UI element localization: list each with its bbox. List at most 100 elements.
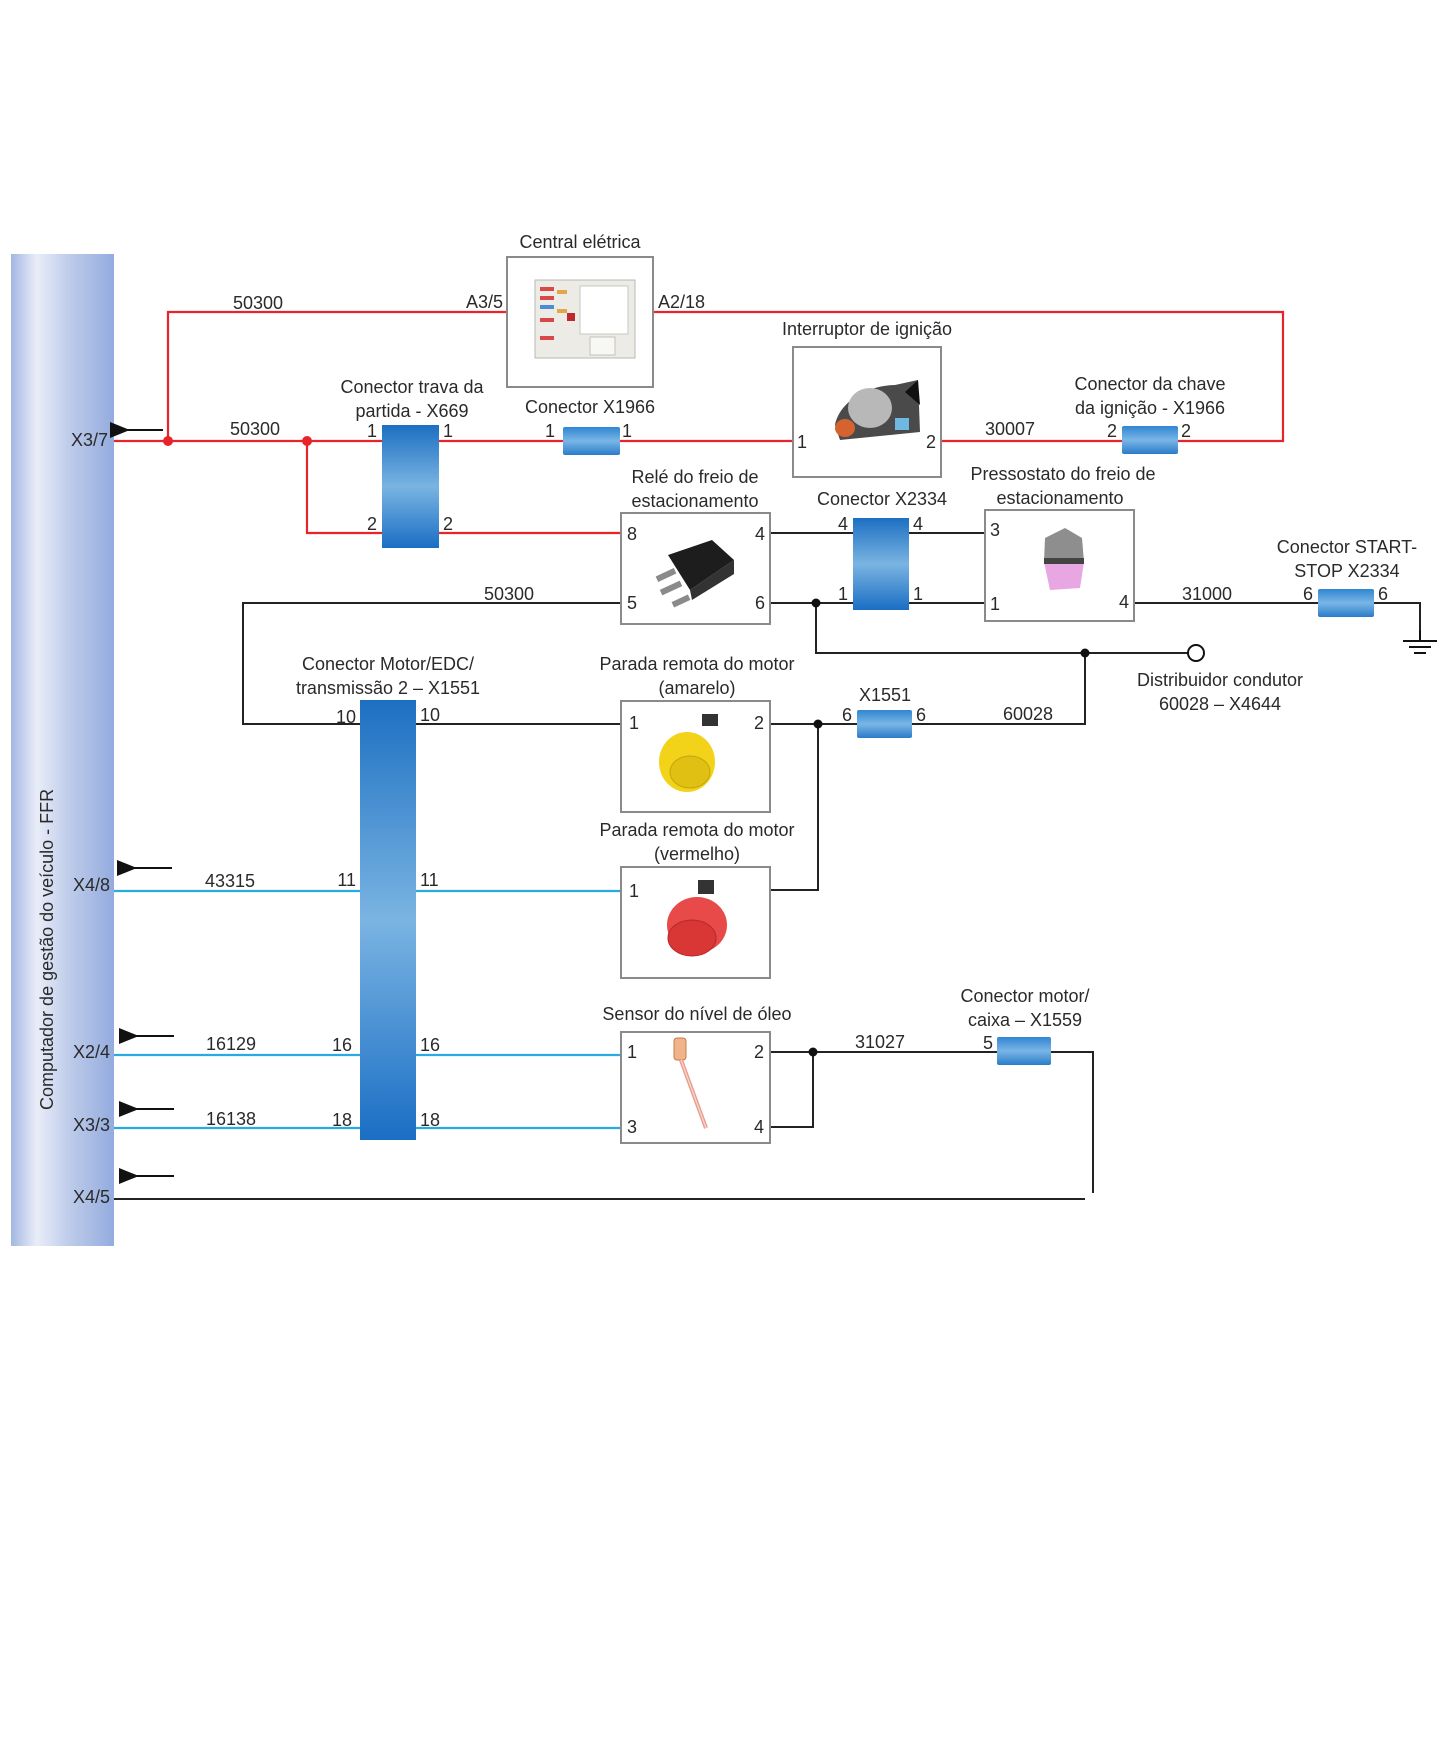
remote-stop-yellow: Parada remota do motor (amarelo) 1 2: [599, 654, 795, 813]
svg-text:6: 6: [1378, 584, 1388, 604]
connector-x1966: Conector X1966 1 1: [525, 397, 655, 455]
ecu-pin-x4-5: X4/5: [73, 1187, 110, 1207]
connector-x2334: Conector X2334 4 4 1 1: [817, 489, 947, 610]
relay-title: Relé do freio de: [631, 467, 758, 487]
x1966b-title: Conector da chave: [1074, 374, 1225, 394]
pin-a3-5: A3/5: [466, 292, 503, 312]
junction-dot: [813, 719, 823, 729]
wire-label-16138: 16138: [206, 1109, 256, 1129]
junction-dot: [811, 598, 821, 608]
svg-text:10: 10: [336, 707, 356, 727]
wire-label-31027: 31027: [855, 1032, 905, 1052]
x1551-title: Conector Motor/EDC/: [302, 654, 474, 674]
ecu-pin-x3-7: X3/7: [71, 430, 108, 450]
svg-text:18: 18: [420, 1110, 440, 1130]
pin-a2-18: A2/18: [658, 292, 705, 312]
ground-icon: [1403, 630, 1437, 654]
svg-text:4: 4: [755, 524, 765, 544]
x1551b-title: X1551: [859, 685, 911, 705]
red-stop-title: (vermelho): [654, 844, 740, 864]
distribuidor-terminal: [1187, 644, 1205, 662]
relay-icon: [655, 540, 734, 608]
svg-text:2: 2: [926, 432, 936, 452]
svg-text:1: 1: [913, 584, 923, 604]
svg-text:1: 1: [629, 881, 639, 901]
distribuidor-title: Distribuidor condutor: [1137, 670, 1303, 690]
svg-text:4: 4: [1119, 592, 1129, 612]
red-stop-title: Parada remota do motor: [599, 820, 794, 840]
connector-x1966-ignition: Conector da chave da ignição - X1966 2 2: [1074, 374, 1226, 454]
svg-text:1: 1: [627, 1042, 637, 1062]
oil-level-sensor: Sensor do nível de óleo 1 2 3 4: [602, 1004, 792, 1144]
oil-sensor-title: Sensor do nível de óleo: [602, 1004, 791, 1024]
svg-text:4: 4: [838, 514, 848, 534]
svg-text:4: 4: [913, 514, 923, 534]
wire-label-60028: 60028: [1003, 704, 1053, 724]
signal-wires: [114, 889, 621, 1130]
central-eletrica-title: Central elétrica: [519, 232, 641, 252]
startstop-title: Conector START-: [1277, 537, 1417, 557]
connector-start-stop: Conector START- STOP X2334 6 6: [1277, 537, 1417, 617]
svg-text:1: 1: [797, 432, 807, 452]
x1551-title: transmissão 2 – X1551: [296, 678, 480, 698]
distribuidor-title: 60028 – X4644: [1159, 694, 1281, 714]
oil-sensor-icon: [673, 1037, 708, 1129]
svg-text:11: 11: [420, 870, 439, 890]
ignition-title: Interruptor de ignição: [782, 319, 952, 339]
wire-distributor: Distribuidor condutor 60028 – X4644: [1137, 670, 1303, 714]
yellow-stop-title: (amarelo): [658, 678, 735, 698]
svg-text:2: 2: [443, 514, 453, 534]
svg-text:6: 6: [1303, 584, 1313, 604]
svg-text:3: 3: [990, 520, 1000, 540]
ecu-pin-x3-3: X3/3: [73, 1115, 110, 1135]
central-eletrica: Central elétrica A3/5 A2/18: [466, 232, 705, 388]
x2334-title: Conector X2334: [817, 489, 947, 509]
remote-stop-red: Parada remota do motor (vermelho) 1: [599, 820, 795, 979]
fuse-box-icon: [534, 279, 636, 359]
x669-title: partida - X669: [355, 401, 468, 421]
svg-text:6: 6: [755, 593, 765, 613]
wire-label-50300: 50300: [230, 419, 280, 439]
connector-x1551: Conector Motor/EDC/ transmissão 2 – X155…: [296, 654, 480, 1140]
wire-label-50300: 50300: [484, 584, 534, 604]
svg-text:6: 6: [842, 705, 852, 725]
red-button-icon: [667, 880, 727, 957]
startstop-title: STOP X2334: [1294, 561, 1399, 581]
junction-dot: [808, 1047, 818, 1057]
svg-text:1: 1: [990, 594, 1000, 614]
junction-dot: [302, 436, 312, 446]
ecu-pin-x4-8: X4/8: [73, 875, 110, 895]
ecu-ffr: Computador de gestão do veículo - FFR X3…: [11, 254, 114, 1246]
svg-text:1: 1: [629, 713, 639, 733]
svg-text:2: 2: [367, 514, 377, 534]
svg-text:8: 8: [627, 524, 637, 544]
svg-text:2: 2: [754, 1042, 764, 1062]
x1559-title: Conector motor/: [960, 986, 1089, 1006]
ecu-label: Computador de gestão do veículo - FFR: [37, 789, 57, 1110]
direction-arrows: [110, 422, 174, 1184]
connector-x1559: Conector motor/ caixa – X1559 5: [960, 986, 1090, 1065]
x1966-title: Conector X1966: [525, 397, 655, 417]
x669-title: Conector trava da: [340, 377, 484, 397]
x1559-title: caixa – X1559: [968, 1010, 1082, 1030]
svg-text:4: 4: [754, 1117, 764, 1137]
pressostato-title: estacionamento: [996, 488, 1123, 508]
svg-text:1: 1: [443, 421, 453, 441]
svg-text:2: 2: [754, 713, 764, 733]
svg-text:2: 2: [1107, 421, 1117, 441]
yellow-stop-title: Parada remota do motor: [599, 654, 794, 674]
pressostato-title: Pressostato do freio de: [970, 464, 1155, 484]
wire-label-31000: 31000: [1182, 584, 1232, 604]
ecu-pin-x2-4: X2/4: [73, 1042, 110, 1062]
connector-x1551-pin6: X1551 6 6: [842, 685, 926, 738]
svg-text:18: 18: [332, 1110, 352, 1130]
pressure-switch-icon: [1044, 528, 1084, 590]
power-wires: [114, 310, 1285, 535]
wire-label-16129: 16129: [206, 1034, 256, 1054]
connector-x669: Conector trava da partida - X669 1 1 2 2: [340, 377, 485, 548]
ignition-lock-icon: [835, 380, 920, 440]
wire-labels: 50300 50300 50300 30007 31000 60028 4331…: [205, 293, 1232, 1129]
svg-text:5: 5: [983, 1033, 993, 1053]
ignition-switch: Interruptor de ignição 1 2: [782, 319, 952, 478]
